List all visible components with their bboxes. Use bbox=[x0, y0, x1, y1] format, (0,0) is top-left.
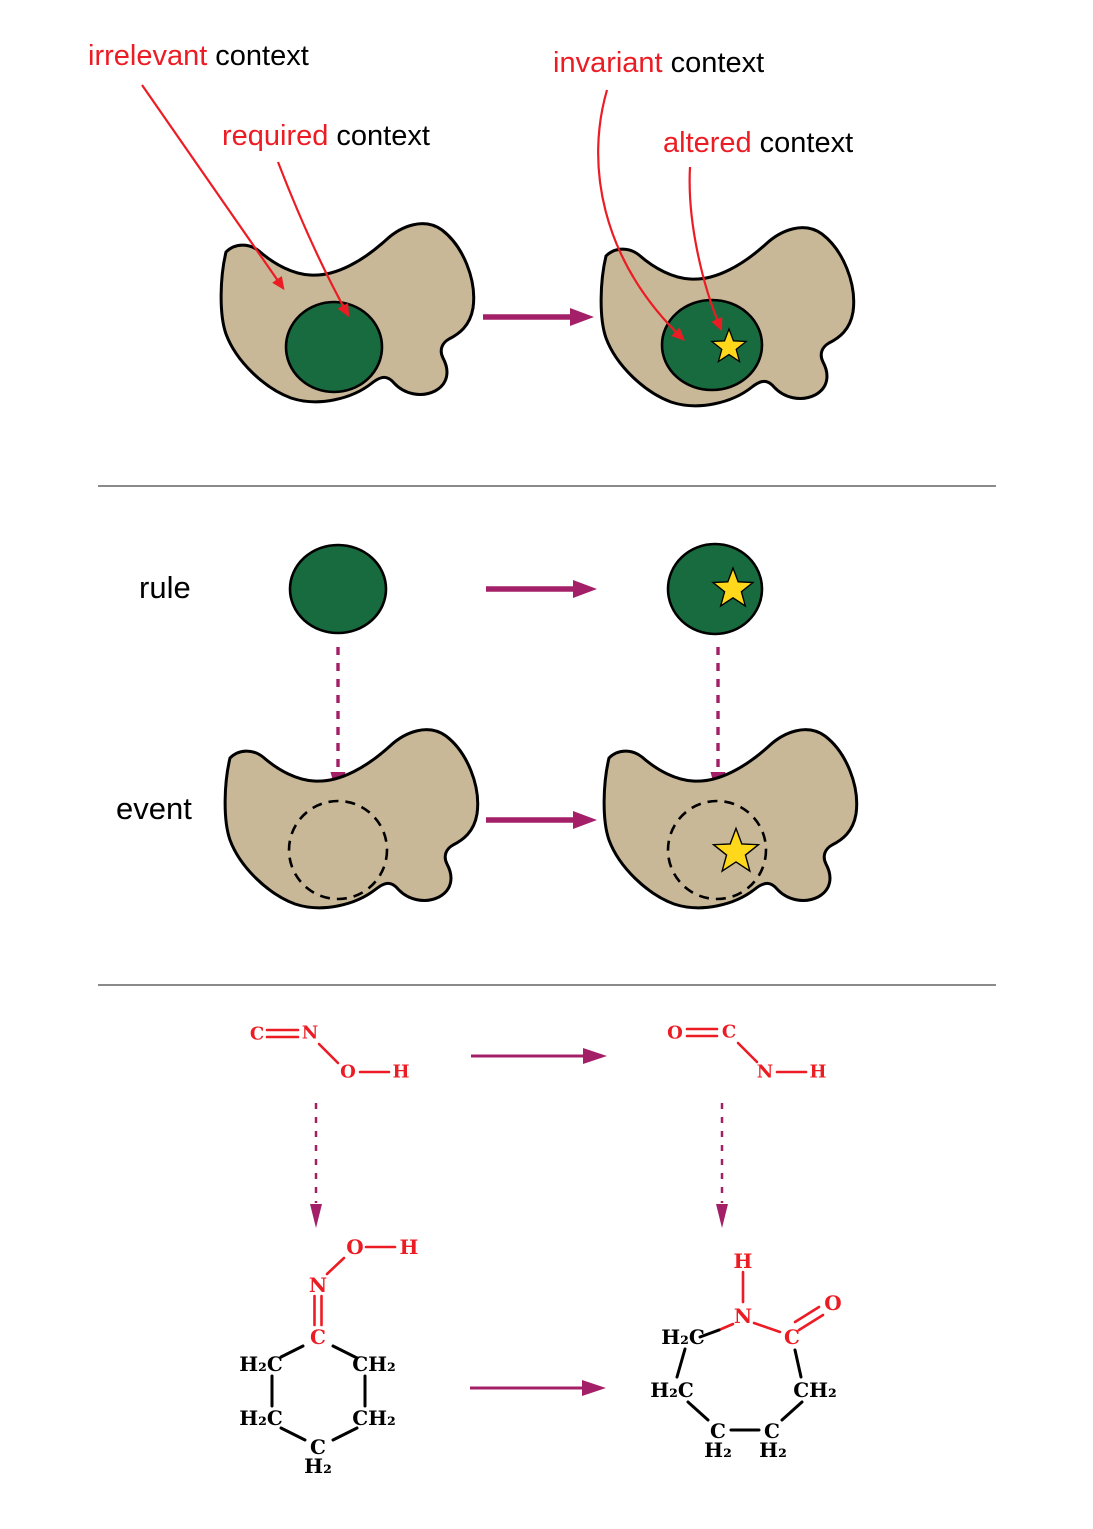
section-rule-event bbox=[223, 542, 859, 910]
molecule-oxime-bonds bbox=[270, 1245, 397, 1442]
bond bbox=[736, 1041, 759, 1064]
bond bbox=[797, 1313, 825, 1332]
label-rest: context bbox=[336, 120, 430, 152]
atom-label: CH₂ bbox=[352, 1406, 396, 1430]
bond bbox=[331, 1344, 359, 1360]
pointer-irrelevant bbox=[141, 84, 285, 291]
atom-label: O bbox=[340, 1062, 356, 1083]
atom-label: N bbox=[734, 1304, 752, 1328]
atom-label: C bbox=[310, 1325, 326, 1349]
label-term: altered bbox=[663, 127, 752, 159]
nucleus-circle-left bbox=[284, 300, 384, 394]
annotation-pointers bbox=[141, 84, 723, 341]
bond bbox=[752, 1321, 782, 1334]
label-term: required bbox=[222, 120, 329, 152]
event-blob-before bbox=[223, 728, 480, 910]
atom-label: O bbox=[824, 1291, 841, 1315]
atom-label: C bbox=[250, 1024, 264, 1045]
bond bbox=[279, 1344, 305, 1359]
label-rest: context bbox=[759, 127, 854, 159]
atom-label: H bbox=[392, 1062, 409, 1083]
atom-label: H₂ bbox=[704, 1438, 732, 1462]
rule-circle-before bbox=[288, 543, 388, 635]
bond bbox=[793, 1348, 803, 1379]
fragment-oxime: C N O H bbox=[250, 1023, 410, 1083]
label-rest: context bbox=[670, 47, 765, 79]
transform-arrow-cells bbox=[483, 308, 594, 326]
atom-label: H₂ bbox=[759, 1438, 787, 1462]
atom-label: N bbox=[309, 1273, 327, 1297]
label-term: irrelevant bbox=[88, 40, 208, 72]
bond bbox=[686, 1400, 710, 1422]
atom-label: O bbox=[667, 1023, 683, 1044]
molecule-cyclohexanone-oxime: O H N C H₂C CH₂ H₂C CH₂ C H₂ bbox=[239, 1235, 418, 1478]
atom-label: C bbox=[764, 1419, 780, 1443]
atom-label: H₂C bbox=[661, 1325, 705, 1349]
transform-arrow-chem-event bbox=[470, 1380, 606, 1396]
atom-label: H₂C bbox=[239, 1352, 283, 1376]
atom-label: C bbox=[310, 1435, 326, 1459]
atom-label: H₂ bbox=[304, 1454, 332, 1478]
transform-arrow-chem-rule bbox=[471, 1048, 607, 1064]
atom-label: H bbox=[809, 1062, 826, 1083]
atom-label: CH₂ bbox=[352, 1352, 396, 1376]
transform-arrow-event bbox=[486, 811, 597, 829]
bond bbox=[279, 1426, 307, 1442]
section-chemistry: C N O H O C N H bbox=[239, 1022, 842, 1479]
pointer-required bbox=[276, 161, 350, 318]
fragment-oxime-bonds bbox=[265, 1028, 391, 1074]
nucleus-circle-right bbox=[660, 298, 764, 392]
atom-label: C bbox=[722, 1022, 736, 1043]
atom-label: CH₂ bbox=[793, 1378, 837, 1402]
label-term: invariant bbox=[553, 47, 663, 79]
bond bbox=[780, 1400, 804, 1422]
rule-circle-after bbox=[666, 542, 764, 636]
fragment-amide: O C N H bbox=[667, 1022, 826, 1083]
bond bbox=[675, 1347, 687, 1379]
atom-label: H bbox=[734, 1249, 753, 1273]
molecule-caprolactam: H N O C H₂C H₂C CH₂ C H₂ C H₂ bbox=[650, 1249, 842, 1462]
atom-label: C bbox=[784, 1325, 800, 1349]
event-match-circle-after bbox=[666, 799, 768, 901]
atom-label: H bbox=[400, 1235, 419, 1259]
bond bbox=[717, 1322, 735, 1332]
atom-label: N bbox=[302, 1023, 318, 1044]
atom-label: C bbox=[710, 1419, 726, 1443]
atom-label: N bbox=[757, 1062, 773, 1083]
transform-arrow-rule bbox=[486, 580, 597, 598]
bond bbox=[793, 1305, 821, 1324]
event-match-circle-before bbox=[287, 799, 389, 901]
pointer-invariant bbox=[597, 89, 685, 341]
section-annotated-cells bbox=[141, 84, 856, 408]
atom-label: O bbox=[346, 1235, 363, 1259]
label-rest: context bbox=[215, 40, 309, 72]
fragment-amide-bonds bbox=[685, 1027, 808, 1074]
label-event-row: event bbox=[116, 791, 192, 826]
pointer-altered bbox=[688, 166, 723, 332]
chem-rule-event-connectors bbox=[310, 1103, 728, 1228]
atom-label: H₂C bbox=[650, 1378, 694, 1402]
bond bbox=[317, 1042, 340, 1065]
molecule-caprolactam-bonds bbox=[675, 1270, 825, 1432]
bond bbox=[698, 1328, 721, 1339]
event-blob-after bbox=[602, 728, 859, 910]
bond bbox=[325, 1256, 346, 1276]
bond bbox=[331, 1426, 359, 1442]
label-rule-row: rule bbox=[139, 570, 191, 605]
atom-label: H₂C bbox=[239, 1406, 283, 1430]
